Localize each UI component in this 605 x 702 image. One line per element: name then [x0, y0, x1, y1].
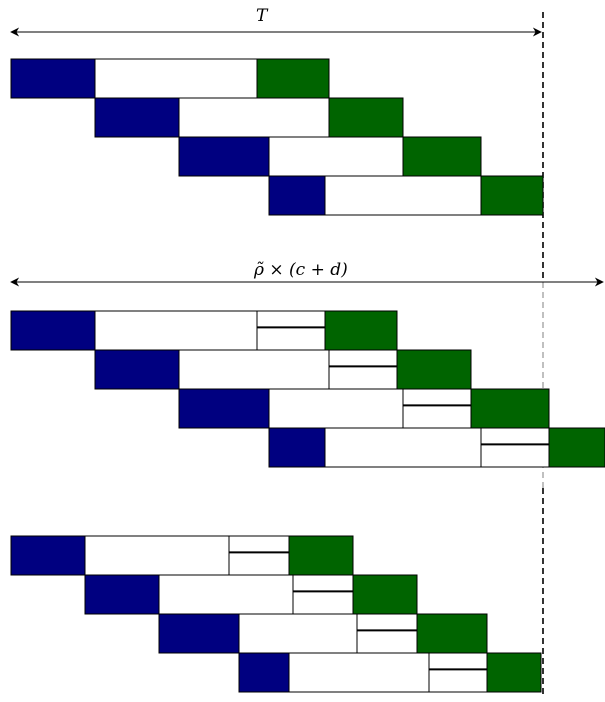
- wait-block: [328, 349, 398, 390]
- middle-phase-block: [158, 574, 294, 615]
- middle-phase-block: [178, 349, 330, 390]
- schedule-row: [94, 97, 404, 138]
- last-phase-block: [256, 58, 330, 99]
- schedule-row: [268, 175, 544, 216]
- wait-block: [402, 388, 472, 429]
- schedule-row: [10, 535, 354, 576]
- last-phase-block: [352, 574, 418, 615]
- schedule-row: [178, 136, 482, 177]
- middle-phase-block: [324, 175, 482, 216]
- last-phase-block: [288, 535, 354, 576]
- last-phase-block: [470, 388, 550, 429]
- first-phase-block: [158, 613, 240, 654]
- schedule-row: [84, 574, 418, 615]
- schedule-panels: [10, 58, 605, 693]
- schedule-bottom: [10, 535, 542, 693]
- last-phase-block: [548, 427, 605, 468]
- schedule-row: [94, 349, 472, 390]
- first-phase-block: [94, 349, 180, 390]
- wait-block: [256, 310, 326, 351]
- first-phase-block: [10, 310, 96, 351]
- schedule-row: [10, 310, 398, 351]
- first-phase-block: [94, 97, 180, 138]
- first-phase-block: [268, 427, 326, 468]
- first-phase-block: [84, 574, 160, 615]
- middle-phase-block: [238, 613, 358, 654]
- wait-block: [428, 652, 488, 693]
- last-phase-block: [480, 175, 544, 216]
- last-phase-block: [328, 97, 404, 138]
- span-label-top: T: [256, 6, 269, 26]
- middle-phase-block: [268, 136, 404, 177]
- middle-phase-block: [268, 388, 404, 429]
- middle-phase-block: [288, 652, 430, 693]
- first-phase-block: [178, 136, 270, 177]
- first-phase-block: [10, 58, 96, 99]
- first-phase-block: [178, 388, 270, 429]
- schedule-top: [10, 58, 544, 216]
- schedule-row: [238, 652, 542, 693]
- wait-block: [480, 427, 550, 468]
- schedule-row: [268, 427, 605, 468]
- last-phase-block: [416, 613, 488, 654]
- wait-block: [292, 574, 354, 615]
- first-phase-block: [238, 652, 290, 693]
- guide-lines: T ρ̃ × (c + d): [10, 6, 604, 694]
- first-phase-block: [10, 535, 86, 576]
- schedule-row: [10, 58, 330, 99]
- middle-phase-block: [94, 58, 258, 99]
- schedule-row: [178, 388, 550, 429]
- last-phase-block: [324, 310, 398, 351]
- first-phase-block: [268, 175, 326, 216]
- schedule-middle: [10, 310, 605, 468]
- last-phase-block: [486, 652, 542, 693]
- middle-phase-block: [178, 97, 330, 138]
- wait-block: [356, 613, 418, 654]
- schedule-row: [158, 613, 488, 654]
- span-label-middle: ρ̃ × (c + d): [253, 260, 348, 280]
- last-phase-block: [396, 349, 472, 390]
- middle-phase-block: [94, 310, 258, 351]
- middle-phase-block: [84, 535, 230, 576]
- wait-block: [228, 535, 290, 576]
- middle-phase-block: [324, 427, 482, 468]
- last-phase-block: [402, 136, 482, 177]
